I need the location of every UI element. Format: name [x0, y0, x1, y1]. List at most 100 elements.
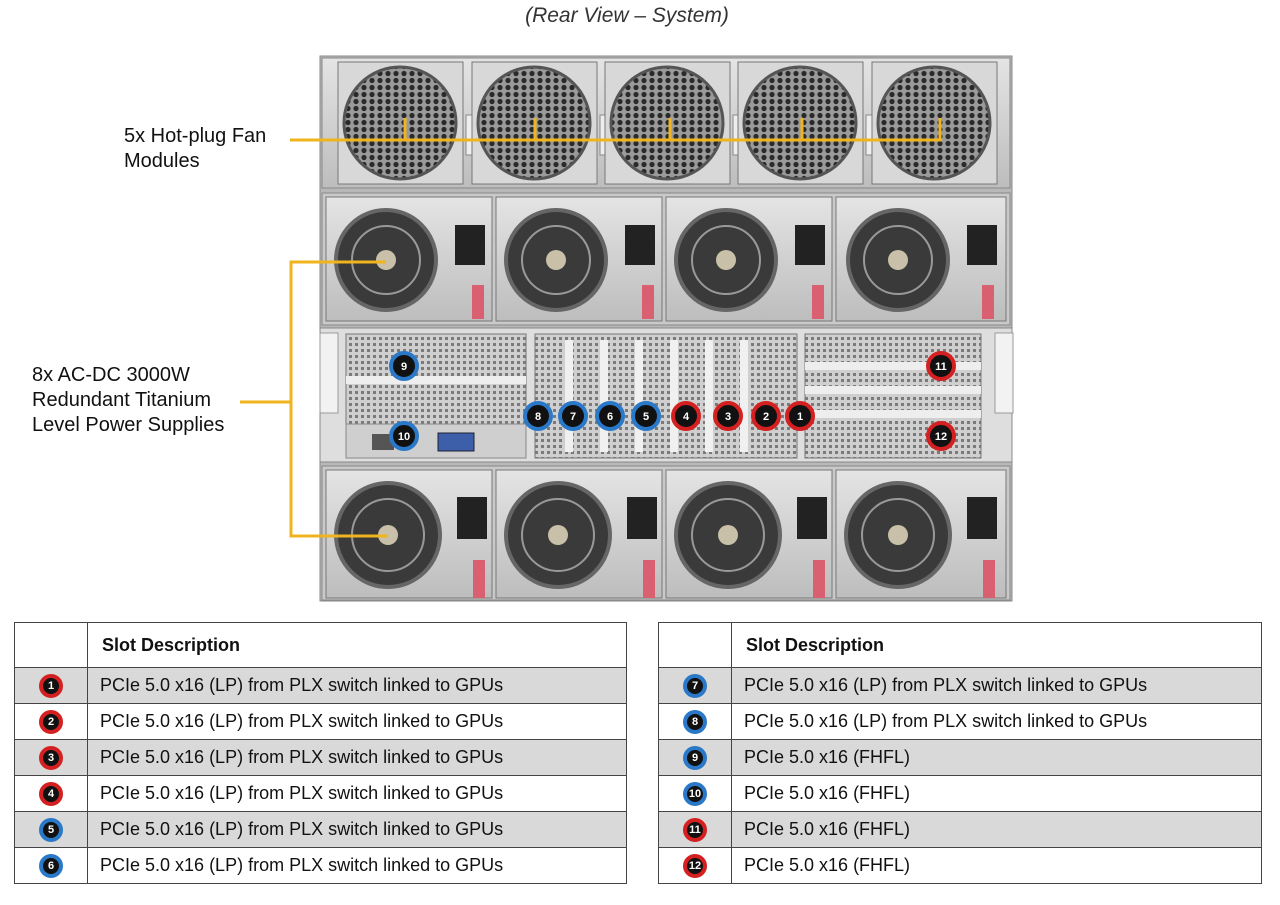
slot-description-cell: PCIe 5.0 x16 (FHFL) — [731, 739, 1262, 776]
psu-leader-lines — [240, 260, 388, 538]
psu-4 — [835, 196, 1007, 322]
table-row: 4 PCIe 5.0 x16 (LP) from PLX switch linke… — [14, 775, 627, 812]
slot-number-cell: 3 — [14, 739, 88, 776]
slot-description-cell: PCIe 5.0 x16 (FHFL) — [731, 811, 1262, 848]
chassis-marker-label: 2 — [763, 411, 769, 423]
chassis-marker-label: 10 — [398, 431, 410, 443]
chassis-marker-2: 2 — [751, 401, 781, 431]
table-row: 12 PCIe 5.0 x16 (FHFL) — [658, 847, 1262, 884]
slot-description-cell: PCIe 5.0 x16 (LP) from PLX switch linked… — [87, 811, 627, 848]
slot-description-cell: PCIe 5.0 x16 (LP) from PLX switch linked… — [87, 847, 627, 884]
slot-description-cell: PCIe 5.0 x16 (LP) from PLX switch linked… — [731, 667, 1262, 704]
slot-badge: 9 — [683, 746, 707, 770]
psu-row-top — [321, 192, 1011, 326]
slot-number-cell: 5 — [14, 811, 88, 848]
psu-3 — [665, 196, 833, 322]
expansion-io-row — [319, 327, 1014, 463]
chassis-marker-label: 3 — [725, 411, 731, 423]
slot-badge: 3 — [39, 746, 63, 770]
slot-description-cell: PCIe 5.0 x16 (LP) from PLX switch linked… — [87, 775, 627, 812]
slot-number-cell: 4 — [14, 775, 88, 812]
fan-callout-line-2: Modules — [124, 150, 200, 172]
slot-description-cell: PCIe 5.0 x16 (LP) from PLX switch linked… — [731, 703, 1262, 740]
table-row: 8 PCIe 5.0 x16 (LP) from PLX switch linke… — [658, 703, 1262, 740]
slot-number-cell: 12 — [658, 847, 732, 884]
chassis-marker-11: 11 — [926, 351, 956, 381]
fan-module-5 — [871, 61, 998, 185]
slot-description-header: Slot Description — [731, 622, 1262, 668]
table-row: 7 PCIe 5.0 x16 (LP) from PLX switch linke… — [658, 667, 1262, 704]
chassis-marker-9: 9 — [389, 351, 419, 381]
slot-number-cell: 9 — [658, 739, 732, 776]
chassis-marker-label: 12 — [935, 431, 947, 443]
chassis-marker-10: 10 — [389, 421, 419, 451]
page-title: (Rear View – System) — [525, 4, 729, 27]
slot-number-cell: 11 — [658, 811, 732, 848]
slot-badge: 7 — [683, 674, 707, 698]
chassis-marker-label: 7 — [570, 411, 576, 423]
slot-badge: 12 — [683, 854, 707, 878]
fan-module-2 — [471, 61, 611, 185]
slot-number-cell: 1 — [14, 667, 88, 704]
fan-modules-row — [321, 57, 1011, 189]
slot-number-cell: 10 — [658, 775, 732, 812]
chassis-marker-label: 9 — [401, 361, 407, 373]
psu-callout-label: 8x AC-DC 3000W Redundant Titanium Level … — [32, 363, 224, 438]
slot-number-cell: 8 — [658, 703, 732, 740]
table-row: 5 PCIe 5.0 x16 (LP) from PLX switch linke… — [14, 811, 627, 848]
table-row: 1 PCIe 5.0 x16 (LP) from PLX switch linke… — [14, 667, 627, 704]
fan-leader-lines — [290, 118, 942, 142]
chassis-marker-7: 7 — [558, 401, 588, 431]
chassis-marker-label: 11 — [935, 361, 947, 373]
table-row: 6 PCIe 5.0 x16 (LP) from PLX switch linke… — [14, 847, 627, 884]
fan-callout-label: 5x Hot-plug Fan Modules — [124, 124, 266, 174]
chassis-marker-label: 1 — [797, 411, 803, 423]
psu-8 — [835, 469, 1007, 599]
slot-badge: 4 — [39, 782, 63, 806]
slot-badge: 8 — [683, 710, 707, 734]
fan-callout-line-1: 5x Hot-plug Fan — [124, 125, 267, 147]
slot-description-cell: PCIe 5.0 x16 (FHFL) — [731, 847, 1262, 884]
chassis-marker-8: 8 — [523, 401, 553, 431]
chassis-marker-3: 3 — [713, 401, 743, 431]
slot-number-cell: 7 — [658, 667, 732, 704]
slot-description-cell: PCIe 5.0 x16 (LP) from PLX switch linked… — [87, 667, 627, 704]
psu-5 — [325, 469, 493, 599]
chassis-marker-label: 4 — [683, 411, 690, 423]
chassis-marker-label: 8 — [535, 411, 541, 423]
psu-row-bottom — [321, 465, 1011, 601]
slot-badge: 5 — [39, 818, 63, 842]
chassis-marker-6: 6 — [595, 401, 625, 431]
psu-callout-line-1: 8x AC-DC 3000W — [32, 364, 190, 386]
slot-number-cell: 6 — [14, 847, 88, 884]
slot-badge: 1 — [39, 674, 63, 698]
chassis-marker-label: 6 — [607, 411, 613, 423]
fan-module-1 — [337, 61, 477, 185]
psu-2 — [495, 196, 663, 322]
slot-number-header — [14, 622, 88, 668]
chassis-marker-12: 12 — [926, 421, 956, 451]
slot-badge: 6 — [39, 854, 63, 878]
slot-number-cell: 2 — [14, 703, 88, 740]
chassis-marker-4: 4 — [671, 401, 701, 431]
table-row: 9 PCIe 5.0 x16 (FHFL) — [658, 739, 1262, 776]
table-row: 3 PCIe 5.0 x16 (LP) from PLX switch linke… — [14, 739, 627, 776]
psu-7 — [665, 469, 833, 599]
chassis-marker-5: 5 — [631, 401, 661, 431]
slot-badge: 10 — [683, 782, 707, 806]
slot-number-header — [658, 622, 732, 668]
psu-1 — [325, 196, 493, 322]
psu-callout-line-3: Level Power Supplies — [32, 414, 225, 436]
slot-description-cell: PCIe 5.0 x16 (LP) from PLX switch linked… — [87, 739, 627, 776]
fan-module-4 — [737, 61, 877, 185]
psu-callout-line-2: Redundant Titanium — [32, 389, 212, 411]
slot-description-header: Slot Description — [87, 622, 627, 668]
slot-badge: 2 — [39, 710, 63, 734]
